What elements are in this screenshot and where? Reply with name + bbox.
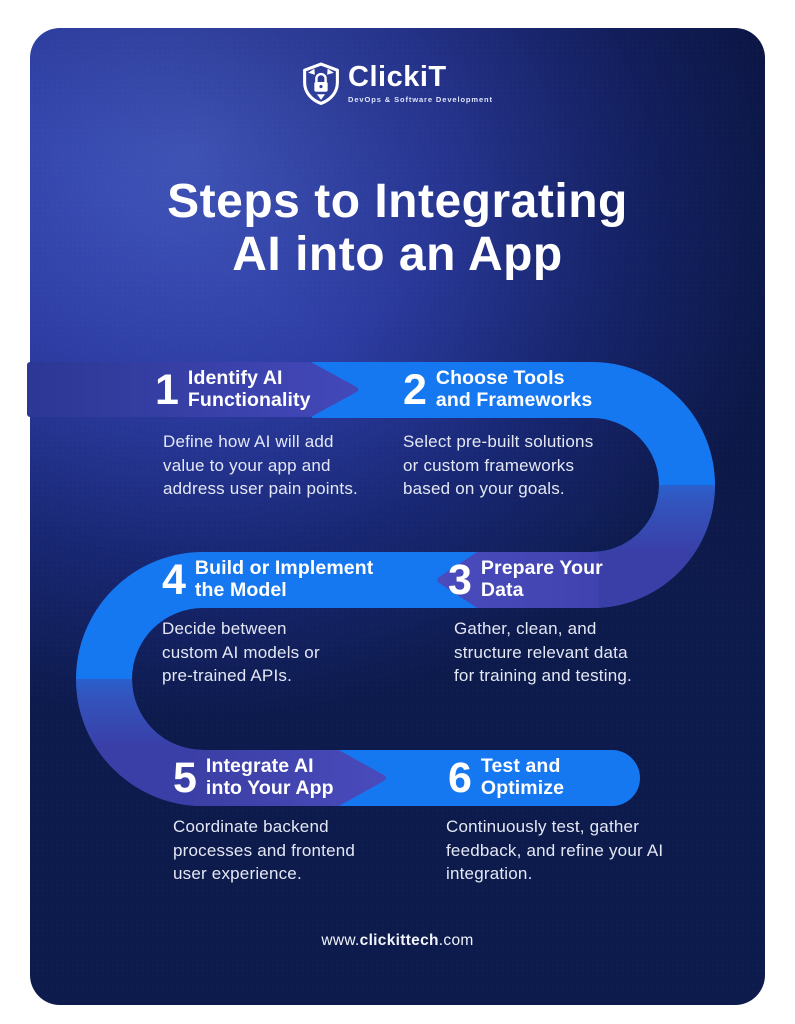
step-4-description: Decide between custom AI models or pre-t… xyxy=(162,619,320,685)
step-title: Prepare Your Data xyxy=(480,557,603,601)
shield-lock-icon xyxy=(303,62,339,105)
step-number: 1 xyxy=(155,365,179,414)
curve-blend-left xyxy=(76,677,205,806)
infographic-card xyxy=(30,28,765,1005)
logo-tagline: DevOps & Software Development xyxy=(348,95,493,104)
step-title: Build or Implement the Model xyxy=(194,557,374,601)
step-1-description: Define how AI will add value to your app… xyxy=(163,432,358,498)
step-1-arrow-band xyxy=(27,362,358,417)
step-number: 3 xyxy=(448,555,472,604)
step-number: 4 xyxy=(162,555,186,604)
step-title: Test and Optimize xyxy=(480,755,565,799)
step-2-banner: 2 Choose Tools and Frameworks xyxy=(403,362,592,418)
step-5-arrow-band xyxy=(193,750,386,806)
step-3-description: Gather, clean, and structure relevant da… xyxy=(454,619,632,685)
url-suffix: .com xyxy=(438,932,474,949)
logo-wordmark: ClickiT xyxy=(348,61,447,93)
step-4-banner: 4 Build or Implement the Model xyxy=(162,552,373,608)
step-title: Integrate AI into Your App xyxy=(205,755,334,799)
step-number: 2 xyxy=(403,365,427,414)
curve-blend-right xyxy=(590,483,715,608)
header: ClickiT DevOps & Software Development xyxy=(0,62,795,105)
step-3-arrow-band xyxy=(437,552,599,608)
page-title: Steps to Integrating AI into an App xyxy=(167,175,628,281)
step-number: 5 xyxy=(173,753,197,802)
step-5-description: Coordinate backend processes and fronten… xyxy=(173,817,356,883)
step-5-banner: 5 Integrate AI into Your App xyxy=(173,750,334,806)
step-3-banner: 3 Prepare Your Data xyxy=(448,552,603,608)
step-number: 6 xyxy=(448,753,472,802)
clickit-logo: ClickiT DevOps & Software Development xyxy=(302,62,493,105)
step-title: Choose Tools and Frameworks xyxy=(435,367,593,411)
url-prefix: www. xyxy=(321,932,360,949)
footer-url[interactable]: www.clickittech.com xyxy=(0,932,795,950)
step-2-description: Select pre-built solutions or custom fra… xyxy=(403,432,594,498)
step-title: Identify AI Functionality xyxy=(187,367,311,411)
url-domain: clickittech xyxy=(359,932,439,949)
step-1-banner: 1 Identify AI Functionality xyxy=(155,362,311,418)
pipe-end-cap xyxy=(584,750,640,806)
step-6-banner: 6 Test and Optimize xyxy=(448,750,564,806)
step-6-description: Continuously test, gather feedback, and … xyxy=(446,817,664,883)
